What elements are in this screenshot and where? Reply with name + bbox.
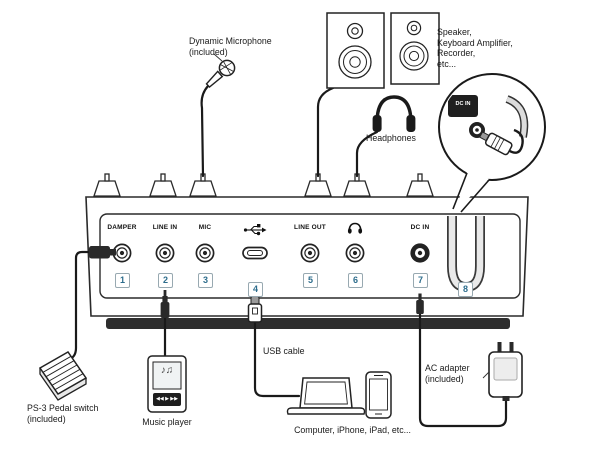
port-number-6: 6 xyxy=(348,273,363,288)
port-number-1: 1 xyxy=(115,273,130,288)
cables-top xyxy=(200,84,379,178)
label-speaker-group: Speaker, Keyboard Amplifier, Recorder, e… xyxy=(437,27,513,69)
usb-port xyxy=(242,246,268,260)
damper-cable xyxy=(65,250,93,362)
headphones-icon xyxy=(347,222,363,234)
label-pedal-switch: PS-3 Pedal switch (included) xyxy=(27,403,99,424)
ac-adapter-icon xyxy=(482,342,523,401)
mic-cable xyxy=(200,84,210,178)
usb-icon xyxy=(243,224,267,236)
keyboard-body xyxy=(85,196,529,329)
panel-jacks xyxy=(112,243,430,263)
port-number-2: 2 xyxy=(158,273,173,288)
plugs xyxy=(89,246,424,323)
label-dynamic-microphone: Dynamic Microphone (included) xyxy=(189,36,272,57)
smartphone-icon xyxy=(365,371,392,419)
music-note-icons: ♪♫ xyxy=(160,365,174,376)
port-number-4: 4 xyxy=(248,282,263,297)
microphone-icon xyxy=(205,53,236,89)
port-number-8: 8 xyxy=(458,282,473,297)
usb-cable-line xyxy=(253,320,301,398)
port-number-3: 3 xyxy=(198,273,213,288)
pedal-switch-icon xyxy=(38,351,88,401)
label-computer-devices: Computer, iPhone, iPad, etc... xyxy=(294,425,411,435)
player-controls-icons: ◀◀ ▶ ▶▶ xyxy=(155,396,178,402)
speaker-cable xyxy=(316,86,335,178)
headphones-device-icon xyxy=(372,95,416,132)
label-ac-adapter: AC adapter (included) xyxy=(425,363,470,384)
port-number-7: 7 xyxy=(413,273,428,288)
inset-dc-in-label: DC IN xyxy=(455,101,471,107)
line-out-jack xyxy=(300,243,320,263)
port-label-line-out: LINE OUT xyxy=(294,224,326,231)
line-in-plug xyxy=(160,290,170,318)
label-music-player: Music player xyxy=(142,417,192,427)
line-in-jack xyxy=(155,243,175,263)
port-number-5: 5 xyxy=(303,273,318,288)
port-label-line-in: LINE IN xyxy=(152,224,178,231)
headphones-jack xyxy=(345,243,365,263)
mic-jack xyxy=(195,243,215,263)
port-label-damper: DAMPER xyxy=(107,224,137,231)
dc-plug xyxy=(416,293,424,314)
laptop-icon xyxy=(286,377,366,415)
dc-in-inset xyxy=(438,73,546,213)
label-usb-cable: USB cable xyxy=(263,346,305,356)
speakers-icon xyxy=(326,12,440,89)
top-jack-sockets xyxy=(93,173,434,197)
dc-cable xyxy=(418,312,508,428)
inset-dc-in-block xyxy=(448,95,478,117)
dc-in-jack xyxy=(410,243,430,263)
port-label-dc-in: DC IN xyxy=(410,224,430,231)
music-player-icon xyxy=(147,355,187,413)
label-headphones: Headphones xyxy=(366,133,416,143)
headphones-cable xyxy=(355,130,379,178)
usb-plug xyxy=(247,296,263,323)
damper-plug xyxy=(89,246,116,259)
port-label-mic: MIC xyxy=(198,224,212,231)
